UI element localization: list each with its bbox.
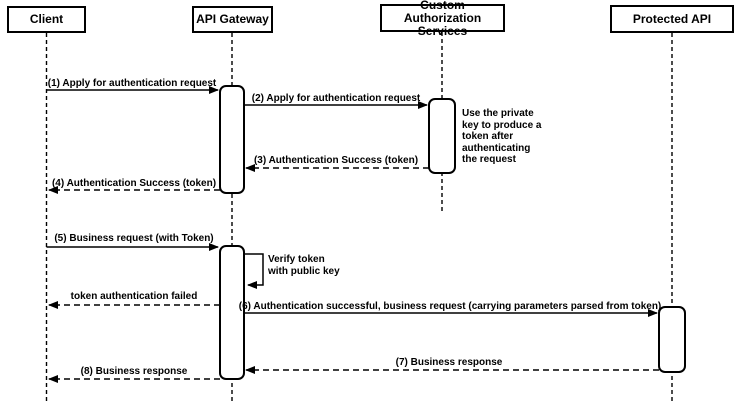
protected-api-activation-bar (658, 306, 686, 373)
actor-client: Client (7, 6, 86, 33)
message-7-label: (7) Business response (395, 357, 503, 368)
actor-api-gateway: API Gateway (192, 6, 273, 33)
actor-client-label: Client (29, 12, 64, 26)
message-1-label: (1) Apply for authentication request (47, 78, 217, 89)
api-gateway-activation-bar-2 (219, 245, 245, 380)
private-key-note: Use the private key to produce a token a… (462, 108, 542, 165)
custom-authorization-activation-bar (428, 98, 456, 174)
self-message-label: Verify token with public key (268, 254, 340, 277)
message-5-label: (5) Business request (with Token) (54, 233, 214, 244)
message-6-label: (6) Authentication successful, business … (238, 301, 662, 312)
actor-protected-api-label: Protected API (632, 11, 712, 26)
message-3-label: (3) Authentication Success (token) (253, 155, 419, 166)
message-2-label: (2) Apply for authentication request (251, 93, 421, 104)
token-failed-label: token authentication failed (70, 291, 198, 302)
message-8-label: (8) Business response (80, 366, 188, 377)
self-message-arrow (244, 253, 264, 289)
message-4-label: (4) Authentication Success (token) (51, 178, 217, 189)
api-gateway-activation-bar-1 (219, 85, 245, 194)
actor-api-gateway-label: API Gateway (196, 12, 269, 26)
actor-protected-api: Protected API (610, 5, 734, 33)
actor-custom-authorization-services-label: Custom Authorization Services (403, 0, 482, 38)
actor-custom-authorization-services: Custom Authorization Services (380, 0, 505, 37)
